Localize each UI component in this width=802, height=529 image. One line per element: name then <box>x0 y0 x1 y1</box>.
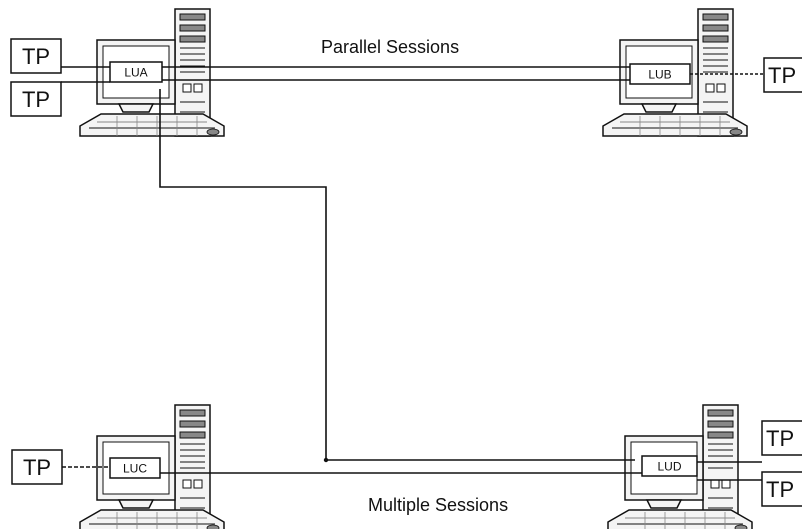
caption-multiple-sessions: Multiple Sessions <box>368 495 508 515</box>
connection-lines <box>61 66 764 481</box>
tp-box-c1: TP <box>11 449 63 485</box>
tp-box-a2: TP <box>10 81 62 117</box>
tp-label-a2: TP <box>22 87 50 112</box>
lu-label-lud: LUD <box>657 460 681 474</box>
caption-parallel-sessions: Parallel Sessions <box>321 37 459 57</box>
lu-box-luc: LUC <box>109 457 161 479</box>
tp-box-b1: TP <box>763 57 802 93</box>
lu-label-lub: LUB <box>648 68 671 82</box>
lu-box-lud: LUD <box>641 455 698 477</box>
tp-box-d1: TP <box>761 420 802 456</box>
tp-box-d2: TP <box>761 471 802 507</box>
tp-label-a1: TP <box>22 44 50 69</box>
tp-label-d2: TP <box>766 477 794 502</box>
tp-label-c1: TP <box>23 455 51 480</box>
lu-box-lua: LUA <box>109 61 163 83</box>
junction-dot <box>323 457 329 463</box>
tp-label-b1: TP <box>768 63 796 88</box>
network-link <box>159 89 635 461</box>
lu-label-lua: LUA <box>124 66 147 80</box>
lu-label-luc: LUC <box>123 462 147 476</box>
tp-box-a1: TP <box>10 38 62 74</box>
tp-label-d1: TP <box>766 426 794 451</box>
lu-box-lub: LUB <box>629 63 691 85</box>
